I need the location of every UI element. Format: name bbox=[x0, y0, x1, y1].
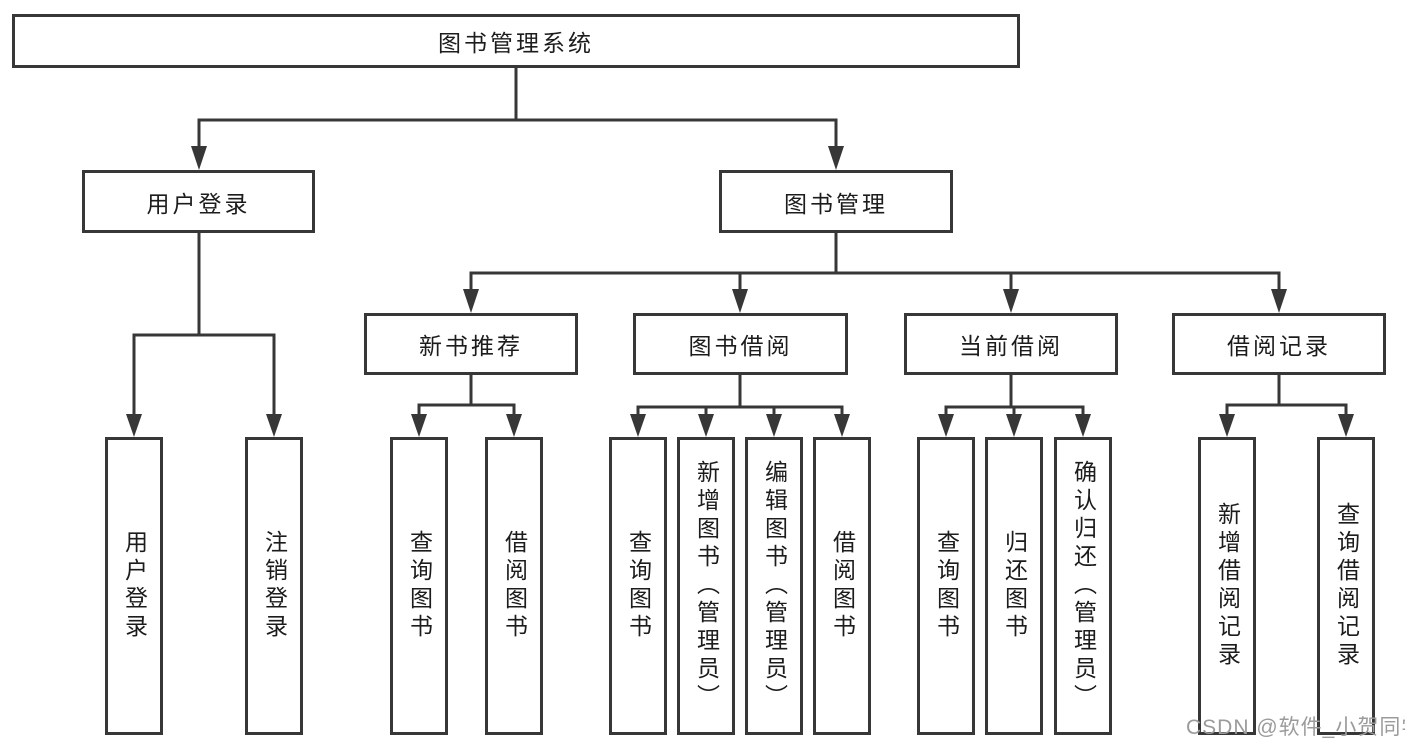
leaf-add-borrow-record: 新增借阅记录 bbox=[1198, 437, 1256, 735]
leaf-add-borrow-record-label: 新增借阅记录 bbox=[1214, 502, 1241, 670]
node-current-borrow: 当前借阅 bbox=[904, 313, 1118, 375]
node-root-label: 图书管理系统 bbox=[438, 30, 594, 56]
node-book-borrow-label: 图书借阅 bbox=[688, 333, 793, 359]
leaf-user-login-label: 用户登录 bbox=[121, 530, 148, 642]
leaf-query-book-recommend: 查询图书 bbox=[390, 437, 448, 735]
node-new-book-recommend-label: 新书推荐 bbox=[419, 333, 523, 359]
watermark: CSDN @软件_小贺同学 bbox=[1186, 716, 1405, 739]
leaf-borrow-book-label: 借阅图书 bbox=[829, 530, 856, 642]
leaf-borrow-book-recommend-label: 借阅图书 bbox=[501, 530, 528, 642]
leaf-borrow-book: 借阅图书 bbox=[813, 437, 871, 735]
leaf-query-book-borrow-label: 查询图书 bbox=[625, 530, 652, 642]
leaf-query-book-current: 查询图书 bbox=[917, 437, 975, 735]
leaf-query-book-borrow: 查询图书 bbox=[609, 437, 667, 735]
leaf-borrow-book-recommend: 借阅图书 bbox=[485, 437, 543, 735]
leaf-add-book-admin-label: 新增图书（管理员） bbox=[693, 460, 720, 712]
leaf-user-login: 用户登录 bbox=[105, 437, 163, 735]
leaf-query-borrow-record: 查询借阅记录 bbox=[1317, 437, 1375, 735]
node-user-login-label: 用户登录 bbox=[146, 190, 251, 217]
leaf-edit-book-admin: 编辑图书（管理员） bbox=[745, 437, 803, 735]
leaf-confirm-return-admin-label: 确认归还（管理员） bbox=[1070, 460, 1097, 712]
node-borrow-record: 借阅记录 bbox=[1172, 313, 1386, 375]
leaf-query-book-current-label: 查询图书 bbox=[933, 530, 960, 642]
leaf-return-book-label: 归还图书 bbox=[1001, 530, 1028, 642]
node-book-management: 图书管理 bbox=[719, 170, 953, 233]
leaf-add-book-admin: 新增图书（管理员） bbox=[677, 437, 735, 735]
leaf-confirm-return-admin: 确认归还（管理员） bbox=[1054, 437, 1112, 735]
leaf-query-borrow-record-label: 查询借阅记录 bbox=[1333, 502, 1360, 670]
node-new-book-recommend: 新书推荐 bbox=[364, 313, 578, 375]
node-root: 图书管理系统 bbox=[12, 14, 1020, 68]
node-current-borrow-label: 当前借阅 bbox=[959, 333, 1063, 359]
leaf-return-book: 归还图书 bbox=[985, 437, 1043, 735]
leaf-logout-label: 注销登录 bbox=[261, 530, 288, 642]
node-book-management-label: 图书管理 bbox=[784, 190, 888, 217]
node-borrow-record-label: 借阅记录 bbox=[1227, 333, 1331, 359]
leaf-edit-book-admin-label: 编辑图书（管理员） bbox=[761, 460, 788, 712]
leaf-logout: 注销登录 bbox=[245, 437, 303, 735]
leaf-query-book-recommend-label: 查询图书 bbox=[406, 530, 433, 642]
node-user-login: 用户登录 bbox=[82, 170, 315, 233]
node-book-borrow: 图书借阅 bbox=[633, 313, 848, 375]
